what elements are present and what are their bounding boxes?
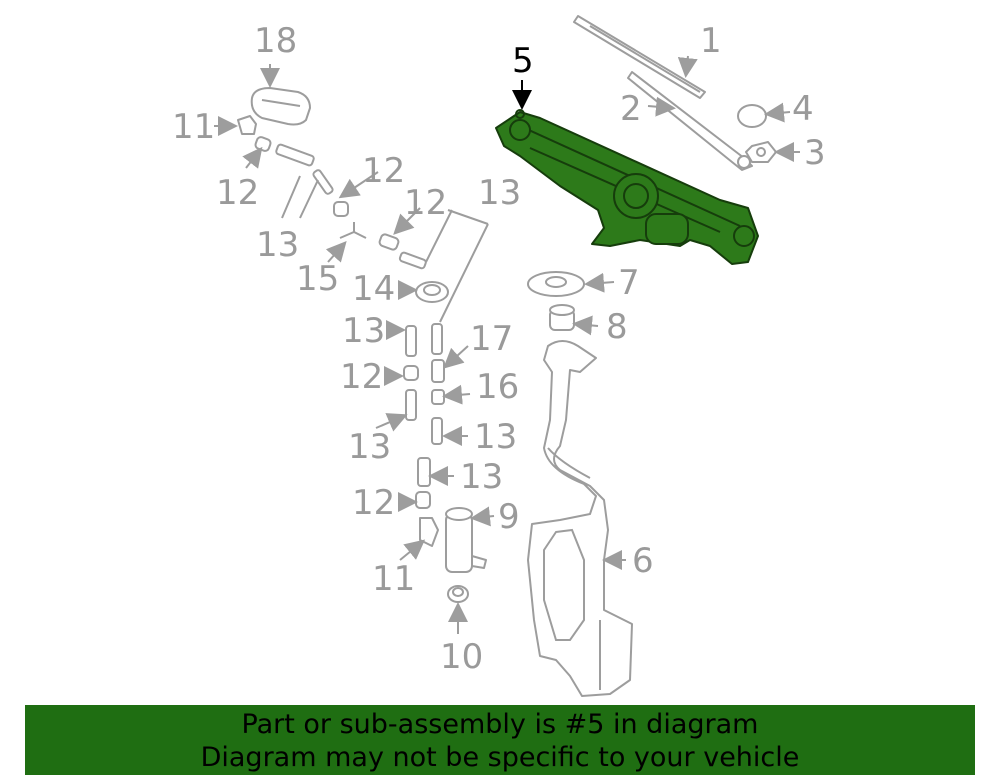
hose-segment	[415, 491, 431, 509]
nut-part	[745, 141, 777, 163]
hose-segment	[398, 251, 427, 270]
banner-line-1: Part or sub-assembly is #5 in diagram	[241, 709, 759, 740]
label-part-12-a: 12	[216, 173, 259, 213]
label-part-1: 1	[700, 21, 722, 61]
hose-segment	[405, 389, 417, 421]
hose-segment	[378, 233, 400, 251]
leader-arrows	[214, 55, 800, 634]
label-part-13-c: 13	[342, 311, 385, 351]
label-part-13-e: 13	[474, 417, 517, 457]
label-part-2: 2	[620, 89, 642, 129]
label-part-13-f: 13	[460, 457, 503, 497]
label-part-12-c: 12	[404, 183, 447, 223]
wiper-linkage-motor-part	[495, 109, 759, 265]
hose-segment	[333, 201, 349, 217]
label-part-16: 16	[476, 367, 519, 407]
label-part-13-b: 13	[478, 173, 521, 213]
check-valve-part	[431, 359, 445, 383]
hose-segment	[254, 136, 272, 152]
label-part-11-upper: 11	[172, 107, 215, 147]
washer-nozzle-part	[250, 87, 311, 126]
parts-diagram: 1 2 3 4 5 6 7 8 9 10 11 11 12 12 12 12 1…	[172, 15, 826, 697]
cap-part	[737, 104, 767, 128]
hose-segment	[405, 325, 417, 357]
label-part-11-lower: 11	[372, 559, 415, 599]
label-part-13-a: 13	[256, 225, 299, 265]
label-part-9: 9	[498, 497, 520, 537]
label-part-13-d: 13	[348, 427, 391, 467]
label-part-17: 17	[470, 319, 513, 359]
hose-segment	[403, 365, 419, 381]
label-part-10: 10	[440, 637, 483, 677]
pump-grommet-part	[447, 585, 469, 603]
label-part-3: 3	[804, 133, 826, 173]
hose-segment	[431, 417, 443, 445]
label-part-12-b: 12	[362, 151, 405, 191]
wiper-arm-part	[627, 71, 753, 171]
grommet-part	[415, 281, 449, 303]
label-part-12-d: 12	[340, 357, 383, 397]
y-connector-part	[339, 222, 367, 239]
hose-segment	[417, 457, 431, 487]
wiper-blade-part	[573, 15, 706, 99]
label-part-18: 18	[254, 21, 297, 61]
hose-segment	[431, 323, 443, 355]
reservoir-cap-part	[527, 271, 585, 297]
label-part-15: 15	[296, 259, 339, 299]
connector-upper-part	[237, 115, 257, 135]
washer-pump-part	[445, 507, 487, 573]
filler-neck-part	[549, 304, 575, 331]
hose-segment	[312, 169, 334, 195]
label-part-8: 8	[606, 307, 628, 347]
label-part-5: 5	[512, 41, 534, 81]
label-part-6: 6	[632, 541, 654, 581]
label-part-14: 14	[352, 269, 395, 309]
connector-lower-part	[419, 517, 439, 547]
label-part-12-e: 12	[352, 483, 395, 523]
label-part-7: 7	[618, 263, 640, 303]
connector-part	[431, 389, 445, 405]
hose-segment	[275, 143, 315, 167]
banner-line-2: Diagram may not be specific to your vehi…	[200, 742, 800, 773]
label-part-4: 4	[792, 89, 814, 129]
info-banner: Part or sub-assembly is #5 in diagram Di…	[25, 705, 975, 775]
washer-reservoir-part	[527, 340, 633, 697]
